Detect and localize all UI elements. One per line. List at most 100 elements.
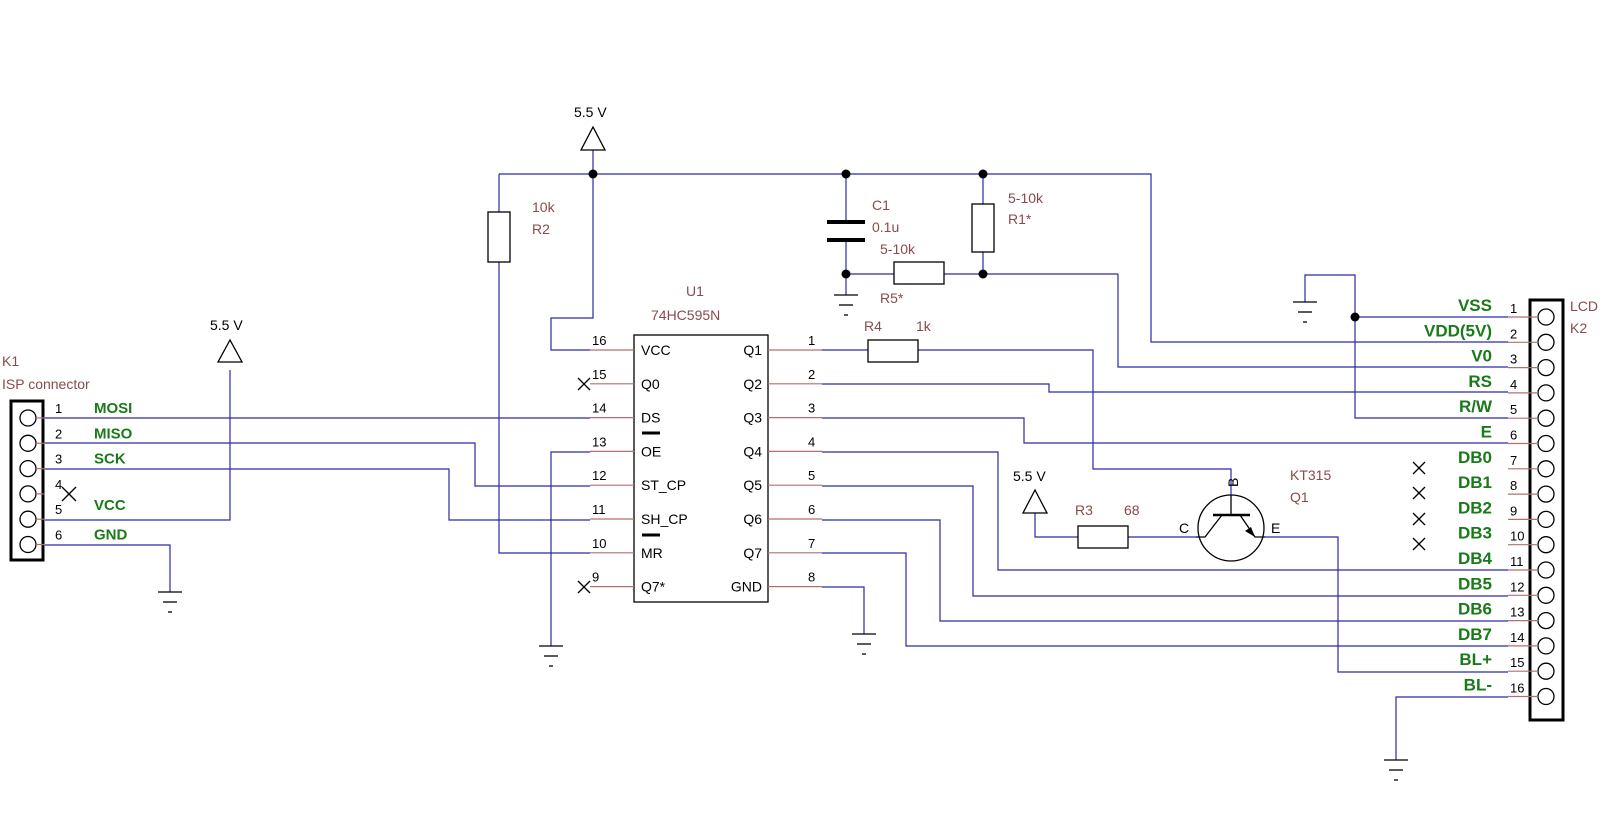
- k2-pin-number: 1: [1510, 301, 1517, 316]
- k2-db2-no-connect: [1412, 512, 1426, 526]
- k2-pin-circle: [1537, 586, 1555, 604]
- k1-pin4-no-connect: [61, 486, 77, 502]
- k2-pin-circle: [1537, 510, 1555, 529]
- k2-pin-number: 12: [1510, 579, 1524, 594]
- k2-pin-circle: [1537, 358, 1555, 377]
- k2-pin-signal: DB3: [1458, 524, 1492, 543]
- k1-pin-signal: VCC: [94, 497, 126, 514]
- u1-right-pin-number: 2: [808, 367, 815, 382]
- k2-pin-signal: DB4: [1458, 549, 1493, 568]
- r2-ref: R2: [532, 221, 550, 237]
- u1-right-pin-number: 7: [808, 536, 815, 551]
- q1-base-label: B: [1225, 478, 1241, 487]
- capacitor-c1: C1 0.1u: [827, 197, 899, 242]
- r5-ref: R5*: [880, 290, 904, 306]
- u1-left-pin-name: SH_CP: [641, 511, 688, 527]
- u1-pin15-no-connect: [577, 377, 591, 391]
- k1-pin-signal: MOSI: [94, 400, 132, 417]
- u1-left-pin-number: 11: [592, 502, 606, 517]
- power-symbol-u1: 5.5 V: [574, 104, 607, 151]
- k2-pin-signal: R/W: [1459, 397, 1493, 416]
- k2-pin-signal: DB7: [1458, 625, 1492, 644]
- k1-pin-circle: [19, 535, 37, 554]
- ground-symbol-c1: [834, 294, 858, 316]
- transistor-q1: B C E KT315 Q1: [1179, 467, 1331, 562]
- k2-pin-number: 3: [1510, 352, 1517, 367]
- r2-value: 10k: [532, 199, 556, 215]
- k1-pin-circle: [19, 510, 37, 528]
- u1-ref: U1: [686, 283, 704, 299]
- ground-symbol-u1-gnd: [852, 633, 876, 655]
- u1-left-pin-number: 9: [592, 570, 599, 585]
- u1-left-pin-number: 16: [592, 333, 606, 348]
- u1-part: 74HC595N: [651, 307, 720, 323]
- q1-collector-label: C: [1179, 520, 1189, 536]
- power-symbol-q1: 5.5 V: [1013, 468, 1049, 514]
- u1-right-pin-name: GND: [731, 579, 762, 595]
- k1-name: ISP connector: [2, 376, 90, 392]
- k2-pin-signal: BL-: [1464, 676, 1492, 695]
- k2-pin-circle: [1537, 460, 1555, 478]
- k2-pin-circle: [1537, 561, 1555, 579]
- r4-value: 1k: [916, 318, 932, 334]
- r3-ref: R3: [1075, 502, 1093, 518]
- ground-symbols: [158, 294, 1408, 781]
- k1-pin-number: 5: [55, 502, 62, 517]
- k2-pin-number: 9: [1510, 503, 1517, 518]
- k2-pin-circle: [1537, 333, 1555, 351]
- k2-pin-number: 14: [1510, 630, 1524, 645]
- resistor-r5: 5-10k R5*: [880, 241, 945, 306]
- k2-pin-signal: VDD(5V): [1424, 321, 1492, 340]
- u1-left-pin-number: 15: [592, 367, 606, 382]
- power-label-q1: 5.5 V: [1013, 468, 1046, 484]
- u1-right-pin-name: Q7: [743, 545, 762, 561]
- u1-right-pin-name: Q5: [743, 477, 762, 493]
- k2-pin-signal: DB2: [1458, 498, 1492, 517]
- k1-pin-number: 4: [55, 477, 62, 492]
- k2-pin-number: 11: [1510, 554, 1524, 569]
- u1-right-pin-number: 6: [808, 502, 815, 517]
- ground-symbol-oe: [539, 645, 563, 667]
- k2-db0-no-connect: [1412, 461, 1426, 475]
- k2-pin-signal: RS: [1468, 372, 1492, 391]
- k2-pin-circle: [1537, 434, 1555, 453]
- k1-ref: K1: [2, 353, 19, 369]
- k2-pin-signal: DB6: [1458, 600, 1492, 619]
- k2-pin-number: 8: [1510, 478, 1517, 493]
- k2-db3-no-connect: [1412, 537, 1426, 551]
- k2-pins: 1VSS2VDD(5V)3V04RS5R/W6E7DB08DB19DB210DB…: [1424, 296, 1555, 706]
- k1-pin-number: 3: [55, 452, 62, 467]
- resistor-r1: 5-10k R1*: [971, 190, 1044, 253]
- u1-left-pin-name: MR: [641, 545, 663, 561]
- k2-pin-number: 16: [1510, 681, 1524, 696]
- k2-pin-circle: [1537, 611, 1555, 630]
- u1-left-pin-number: 13: [592, 434, 606, 449]
- k2-pin-number: 2: [1510, 326, 1517, 341]
- k1-pin-circle: [19, 459, 37, 478]
- u1-right-pin-name: Q6: [743, 511, 762, 527]
- k1-pin-number: 2: [55, 426, 62, 441]
- u1-left-pin-number: 10: [592, 536, 606, 551]
- u1-right-pin-name: Q2: [743, 376, 762, 392]
- power-symbol-isp: 5.5 V: [210, 317, 243, 363]
- k2-pin-number: 13: [1510, 605, 1524, 620]
- lcd-connector-k2: LCD K2 1VSS2VDD(5V)3V04RS5R/W6E7DB08DB19…: [1412, 296, 1598, 722]
- u1-left-pin-name: Q0: [641, 376, 660, 392]
- k2-name: LCD: [1570, 298, 1598, 314]
- ground-symbol-isp: [158, 591, 182, 613]
- k2-pin-number: 10: [1510, 529, 1524, 544]
- k2-pin-number: 15: [1510, 655, 1524, 670]
- k1-pin-signal: MISO: [94, 425, 133, 442]
- q1-emitter-label: E: [1271, 520, 1280, 536]
- u1-left-pin-name: VCC: [641, 342, 671, 358]
- u1-right-pin-name: Q3: [743, 410, 762, 426]
- r4-ref: R4: [864, 318, 882, 334]
- r5-value: 5-10k: [880, 241, 916, 257]
- u1-right-pin-number: 5: [808, 468, 815, 483]
- c1-value: 0.1u: [872, 219, 899, 235]
- resistor-r3: R3 68: [1075, 502, 1140, 549]
- k1-pin-circle: [19, 409, 37, 427]
- u1-right-pin-number: 3: [808, 401, 815, 416]
